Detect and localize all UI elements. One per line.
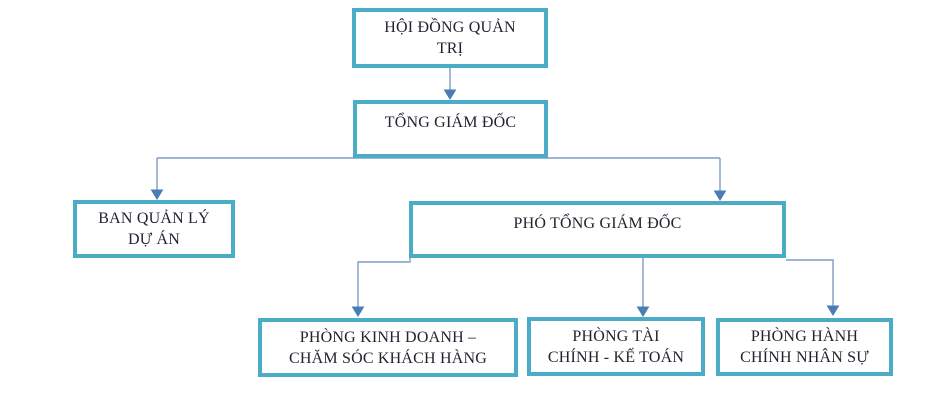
node-label-line: CHĂM SÓC KHÁCH HÀNG bbox=[288, 349, 488, 367]
connector-line bbox=[357, 258, 411, 307]
node-label-line: PHÒNG TÀI bbox=[572, 327, 660, 345]
node-project-management-board: BAN QUẢN LÝ DỰ ÁN bbox=[73, 200, 235, 258]
arrow-down-icon bbox=[826, 305, 840, 316]
node-sales-customer-care-dept: PHÒNG KINH DOANH – CHĂM SÓC KHÁCH HÀNG bbox=[258, 318, 518, 377]
node-hr-admin-dept: PHÒNG HÀNH CHÍNH NHÂN SỰ bbox=[716, 318, 893, 376]
node-label-line: DỰ ÁN bbox=[127, 231, 181, 248]
node-general-director: TỔNG GIÁM ĐỐC bbox=[353, 100, 548, 158]
arrow-down-icon bbox=[636, 306, 650, 317]
node-label-line: PHÒNG KINH DOANH – bbox=[299, 328, 477, 346]
node-deputy-general-director: PHÓ TỔNG GIÁM ĐỐC bbox=[409, 201, 786, 258]
node-label-line: HỘI ĐỒNG QUẢN bbox=[384, 19, 516, 36]
arrow-down-icon bbox=[351, 306, 365, 317]
arrow-down-icon bbox=[443, 89, 457, 100]
node-label-line: TỔNG GIÁM ĐỐC bbox=[384, 114, 517, 131]
arrow-down-icon bbox=[150, 189, 164, 200]
node-label-line: BAN QUẢN LÝ bbox=[98, 210, 210, 227]
node-board-of-directors: HỘI ĐỒNG QUẢN TRỊ bbox=[352, 8, 548, 68]
node-label-line: TRỊ bbox=[436, 40, 464, 57]
node-label-line: PHÓ TỔNG GIÁM ĐỐC bbox=[513, 215, 682, 232]
arrow-down-icon bbox=[713, 190, 727, 201]
connector-line bbox=[786, 259, 834, 306]
node-label-line: PHÒNG HÀNH bbox=[750, 328, 859, 345]
node-label-line: CHÍNH NHÂN SỰ bbox=[740, 349, 869, 366]
node-label-line: CHÍNH - KẾ TOÁN bbox=[547, 348, 685, 366]
node-finance-accounting-dept: PHÒNG TÀI CHÍNH - KẾ TOÁN bbox=[527, 317, 705, 376]
